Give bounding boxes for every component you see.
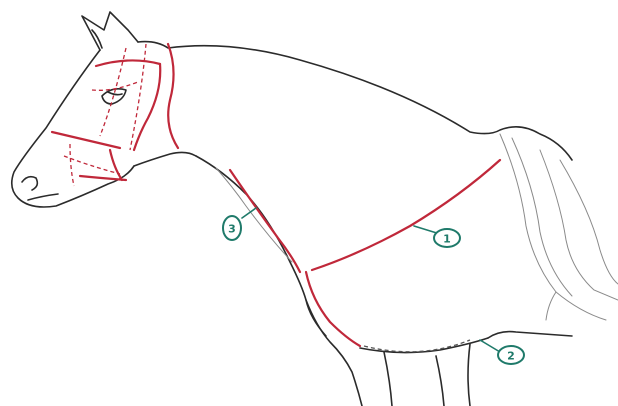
marker-2-label: 2 [507,350,515,363]
marker-1: 1 [434,229,460,247]
marker-3-label: 3 [228,223,236,236]
cheek-line [110,150,122,180]
horse-outline [12,12,572,406]
headpiece-line [168,44,178,148]
marker-1-label: 1 [443,233,451,246]
noseband-line [52,132,120,148]
girth-line [312,160,500,270]
marker-2-leader [480,340,500,352]
head-guides [64,44,146,186]
browband-line [96,60,160,66]
marker-leaders [242,208,500,352]
chest-line [230,170,300,272]
marker-2: 2 [498,346,524,364]
chest-front-line [306,272,360,346]
belly-line [364,340,470,352]
marker-3: 3 [223,216,241,240]
body-measurements [230,160,500,352]
